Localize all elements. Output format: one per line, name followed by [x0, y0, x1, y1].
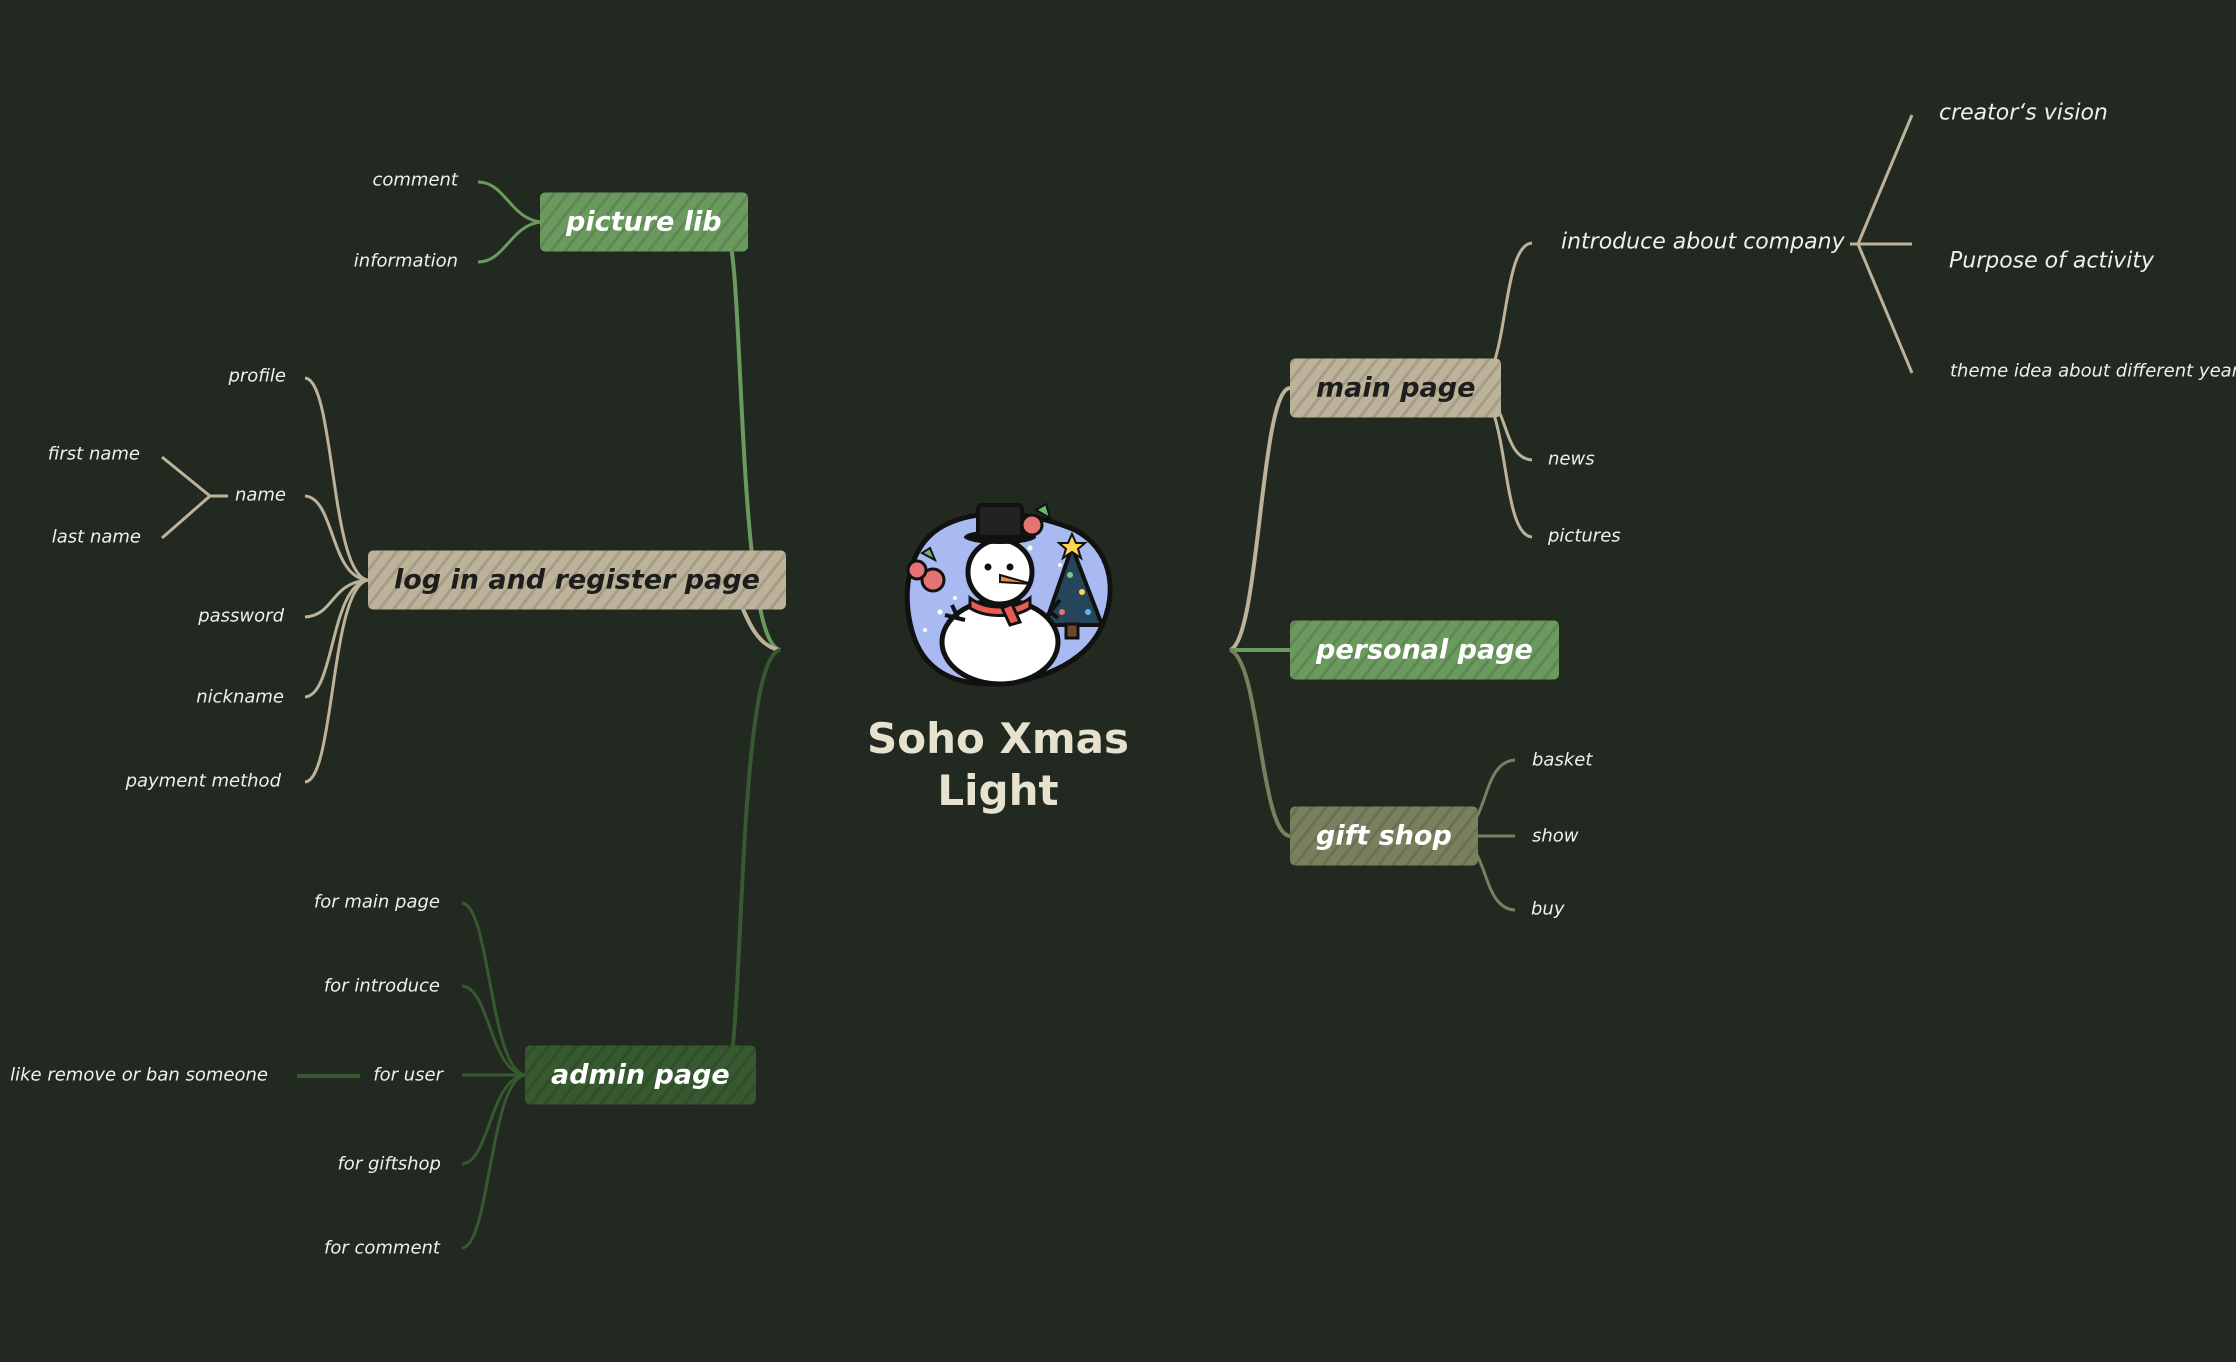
node-main-page[interactable]: main page	[1290, 358, 1502, 418]
connector-center-main-page	[1228, 386, 1291, 652]
node-personal-page[interactable]: personal page	[1290, 620, 1559, 680]
topic-for-introduce[interactable]: for introduce	[323, 975, 440, 997]
connector-login-nickname	[304, 578, 369, 699]
topic-show[interactable]: show	[1532, 825, 1579, 847]
node-picture-lib[interactable]: picture lib	[540, 192, 748, 252]
connector-center-admin	[723, 648, 781, 1077]
topic-first-name[interactable]: first name	[47, 443, 140, 465]
connector-admin-introduce	[461, 984, 526, 1077]
connector-login-name	[304, 494, 369, 582]
snowman-christmas-icon	[904, 502, 1113, 687]
topic-information[interactable]: information	[353, 250, 458, 272]
topic-last-name[interactable]: last name	[51, 526, 141, 548]
connector-login-payment	[304, 578, 369, 784]
node-gift-shop[interactable]: gift shop	[1290, 806, 1478, 866]
node-admin-page[interactable]: admin page	[525, 1045, 756, 1105]
topic-pictures[interactable]: pictures	[1548, 525, 1621, 547]
connector-login-password	[304, 578, 369, 619]
topic-creators-vision[interactable]: creator‘s vision	[1939, 100, 2108, 126]
connector-picture-lib-information	[477, 220, 541, 264]
connector-name-sub	[161, 455, 228, 540]
topic-name[interactable]: name	[234, 484, 286, 506]
connector-introduce-sub	[1850, 114, 1914, 374]
topic-news[interactable]: news	[1548, 448, 1595, 470]
topic-introduce-about-company[interactable]: introduce about company	[1561, 229, 1845, 255]
connector-admin-comment	[461, 1073, 526, 1250]
topic-like-remove-or-ban-someone[interactable]: like remove or ban someone	[10, 1064, 268, 1086]
connector-picture-lib-comment	[477, 180, 541, 224]
connector-center-gift-shop	[1228, 648, 1291, 838]
topic-for-giftshop[interactable]: for giftshop	[337, 1153, 441, 1175]
topic-for-user[interactable]: for user	[373, 1064, 443, 1086]
topic-profile[interactable]: profile	[228, 365, 286, 387]
topic-for-comment[interactable]: for comment	[324, 1237, 440, 1259]
connector-admin-main	[461, 901, 526, 1077]
topic-purpose-of-activity[interactable]: Purpose of activity	[1949, 248, 2154, 274]
central-topic-title[interactable]: Soho Xmas Light	[867, 713, 1129, 817]
topic-basket[interactable]: basket	[1532, 749, 1593, 771]
node-log-in-and-register-page[interactable]: log in and register page	[368, 550, 786, 610]
topic-payment-method[interactable]: payment method	[125, 770, 281, 792]
connector-admin-giftshop	[461, 1073, 526, 1166]
connector-login-profile	[304, 376, 369, 582]
topic-for-main-page[interactable]: for main page	[313, 891, 440, 913]
topic-password[interactable]: password	[198, 605, 284, 627]
central-title-line1: Soho Xmas	[867, 714, 1129, 763]
central-title-line2: Light	[937, 766, 1059, 815]
topic-nickname[interactable]: nickname	[196, 686, 284, 708]
topic-comment[interactable]: comment	[372, 169, 458, 191]
topic-theme-idea-about-different-year[interactable]: theme idea about different year	[1950, 360, 2236, 382]
topic-buy[interactable]: buy	[1531, 898, 1565, 920]
